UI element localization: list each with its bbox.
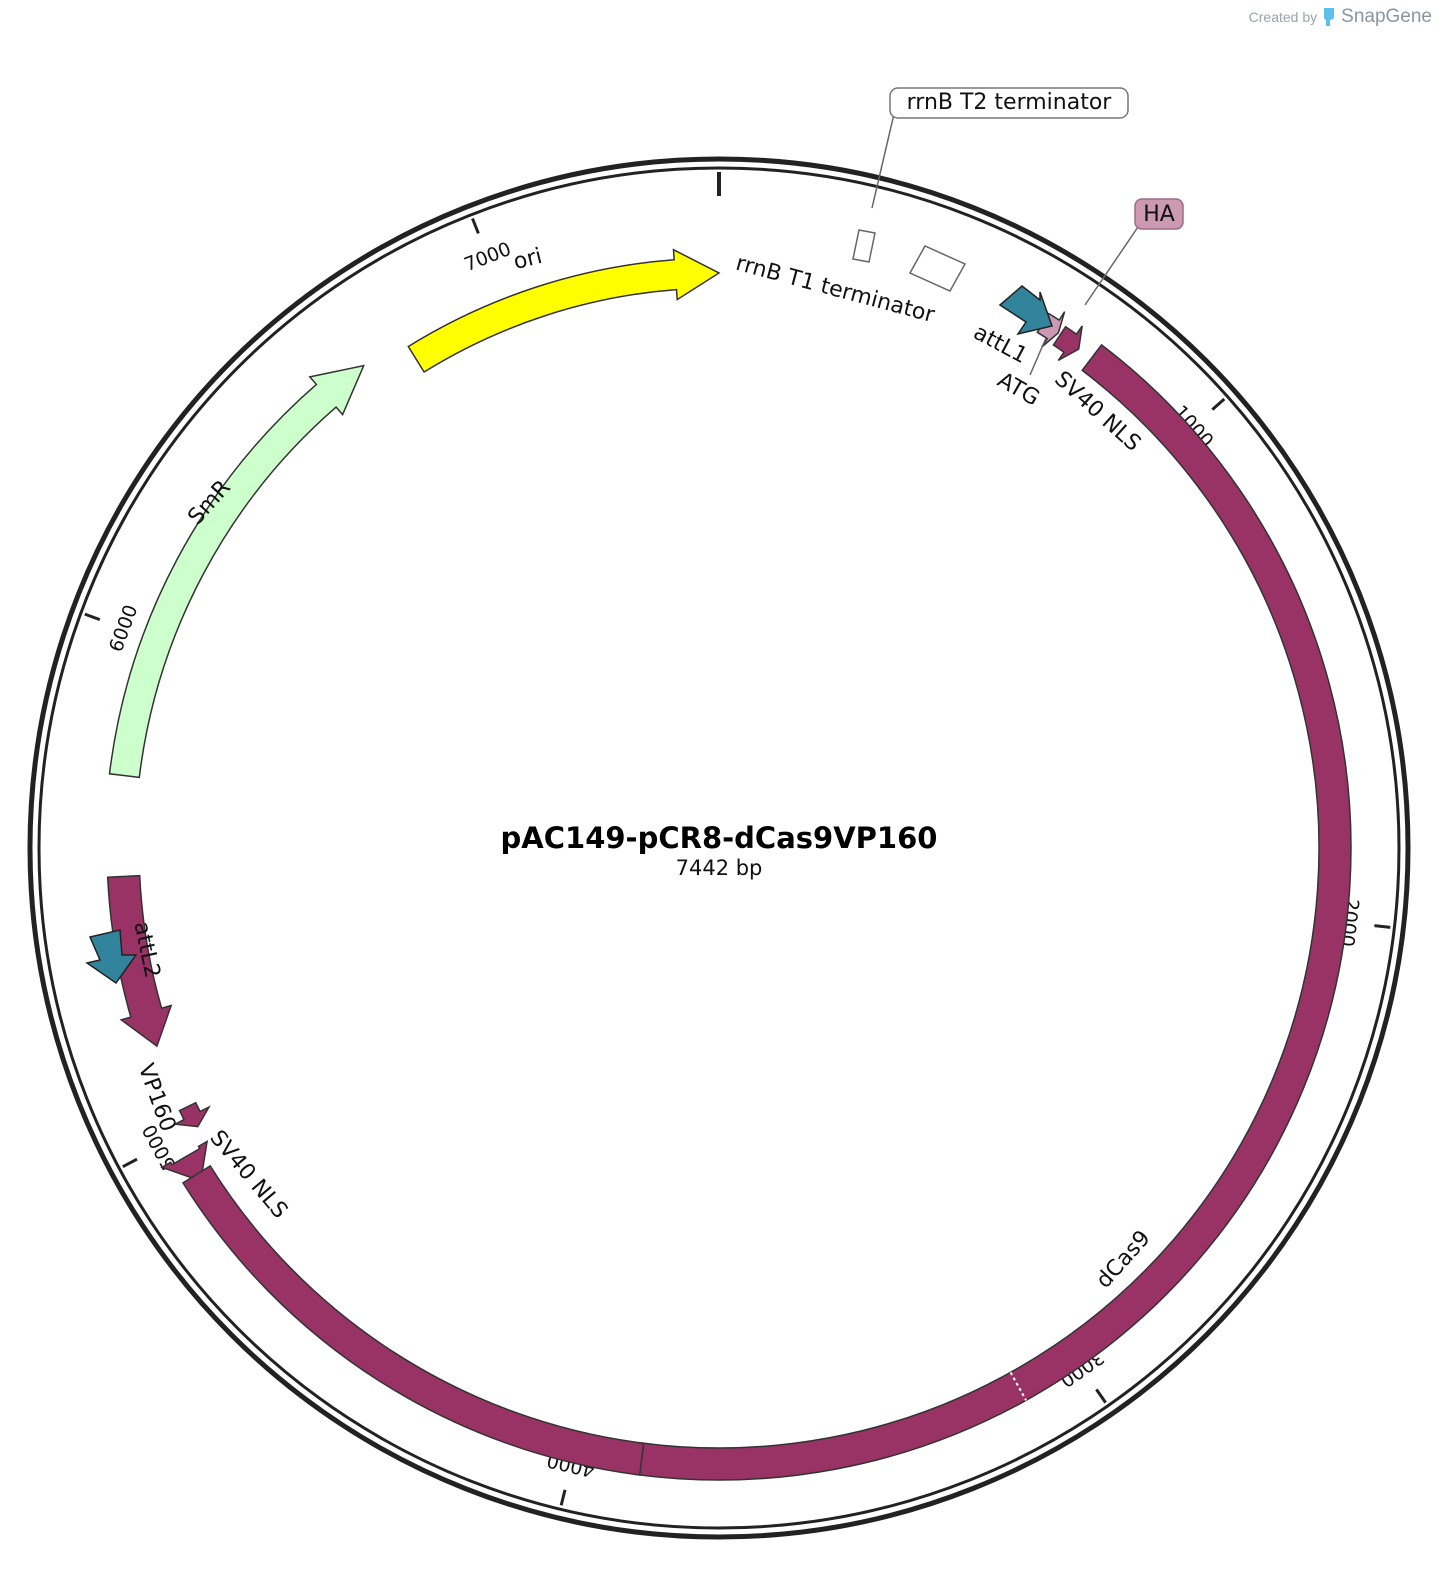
attl1-arrow	[998, 285, 1053, 336]
dcas9-tail	[181, 1164, 645, 1476]
ha-feature	[1036, 311, 1066, 348]
backbone-outer-circle	[27, 156, 1411, 1540]
dcas9-feature	[633, 343, 1352, 1481]
plasmid-name: pAC149-pCR8-dCas9VP160	[501, 821, 938, 855]
snapgene-name: SnapGene	[1341, 6, 1432, 27]
atg-leader	[1029, 337, 1047, 376]
ha-leader	[1084, 223, 1141, 306]
tick-mark	[471, 217, 480, 234]
tick-label: 6000	[105, 602, 142, 655]
tick-mark	[122, 1157, 138, 1169]
snapgene-branding: Created by SnapGene	[1249, 6, 1432, 28]
vp160-arrow	[106, 874, 173, 1048]
snapgene-logo-icon	[1324, 8, 1335, 26]
backbone	[27, 156, 1411, 1540]
attl2-arrow	[85, 929, 138, 985]
rrnb-t1-label: rrnB T1 terminator	[733, 251, 938, 328]
tick-mark	[1211, 397, 1226, 411]
dcas9-arrow	[160, 1139, 209, 1183]
smr-arrow	[108, 364, 365, 779]
ori-label: ori	[511, 244, 545, 275]
ha-label: HA	[1143, 202, 1175, 227]
rrnb-t2-label: rrnB T2 terminator	[907, 90, 1113, 115]
feature-separator	[1009, 1371, 1027, 1401]
ha-callout	[1134, 198, 1184, 230]
feature-separator	[1073, 337, 1094, 365]
backbone-inner-circle	[37, 166, 1401, 1530]
atg-label: ATG	[993, 368, 1043, 412]
tick-mark	[1095, 1388, 1107, 1404]
vp160-label: VP160	[133, 1061, 181, 1136]
created-by-text: Created by	[1248, 9, 1318, 25]
rrnb-t2-leader	[871, 113, 895, 209]
tick-mark	[1374, 924, 1391, 929]
rrnb-t1-box	[908, 245, 967, 292]
sv40-nls-2-arrow	[172, 1101, 211, 1128]
tick-mark	[559, 1489, 567, 1506]
rrnb-t2-box	[852, 229, 876, 263]
tick-label: 7000	[461, 238, 514, 276]
rrnb-t2-callout	[889, 87, 1129, 119]
tick-mark	[84, 612, 101, 622]
ori-arrow	[407, 248, 721, 374]
sv40-nls-1-arrow	[1052, 325, 1083, 362]
plasmid-length: 7442 bp	[676, 856, 763, 880]
